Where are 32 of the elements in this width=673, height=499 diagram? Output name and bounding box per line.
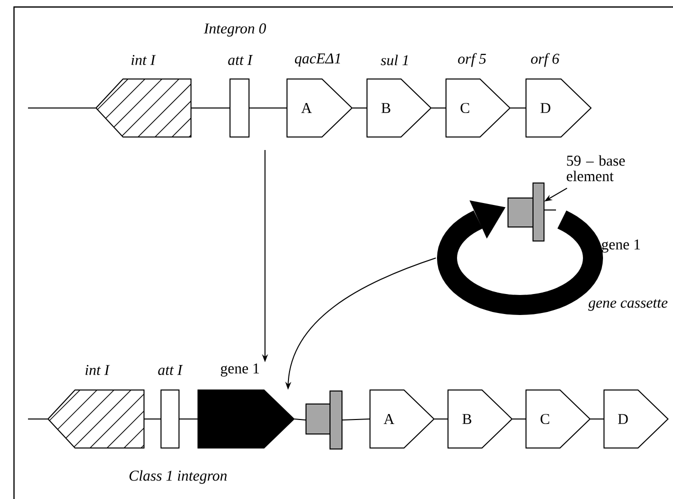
gene-name: int I bbox=[86, 364, 110, 376]
dna-line bbox=[434, 418, 448, 420]
base-element-block bbox=[306, 390, 342, 450]
dna-line bbox=[28, 418, 48, 420]
gene-name: qacEΔ1 bbox=[294, 53, 340, 67]
gene-name: int I bbox=[132, 54, 156, 66]
gene-name: gene 1 bbox=[220, 363, 259, 377]
gene-box: A bbox=[286, 78, 353, 138]
gene-box: C bbox=[526, 390, 591, 448]
dna-line bbox=[144, 418, 162, 420]
cassette-label: gene 1 bbox=[602, 239, 640, 253]
gene-name: orf 5 bbox=[458, 53, 486, 67]
base-element-block bbox=[508, 182, 544, 242]
gene-box: B bbox=[366, 78, 432, 138]
dna-line bbox=[590, 418, 604, 420]
element-label: 59 – base element bbox=[566, 155, 625, 182]
dna-line bbox=[342, 418, 370, 420]
gene-box: C bbox=[446, 78, 511, 138]
integron-title: Integron 0 bbox=[204, 23, 266, 37]
cassette-label: gene cassette bbox=[588, 299, 668, 311]
gene-box: D bbox=[604, 390, 669, 448]
gene-box: D bbox=[526, 78, 592, 138]
gene-name: sul 1 bbox=[380, 54, 408, 66]
gene-box: A bbox=[370, 390, 435, 448]
dna-line bbox=[512, 418, 526, 420]
dna-line bbox=[294, 418, 306, 420]
gene-box: B bbox=[448, 390, 513, 448]
integron-title: Class 1 integron bbox=[130, 470, 227, 484]
gene-name: att I bbox=[228, 55, 253, 65]
gene-name: orf 6 bbox=[531, 53, 560, 67]
dna-line bbox=[178, 418, 198, 420]
gene-name: att I bbox=[158, 365, 183, 375]
